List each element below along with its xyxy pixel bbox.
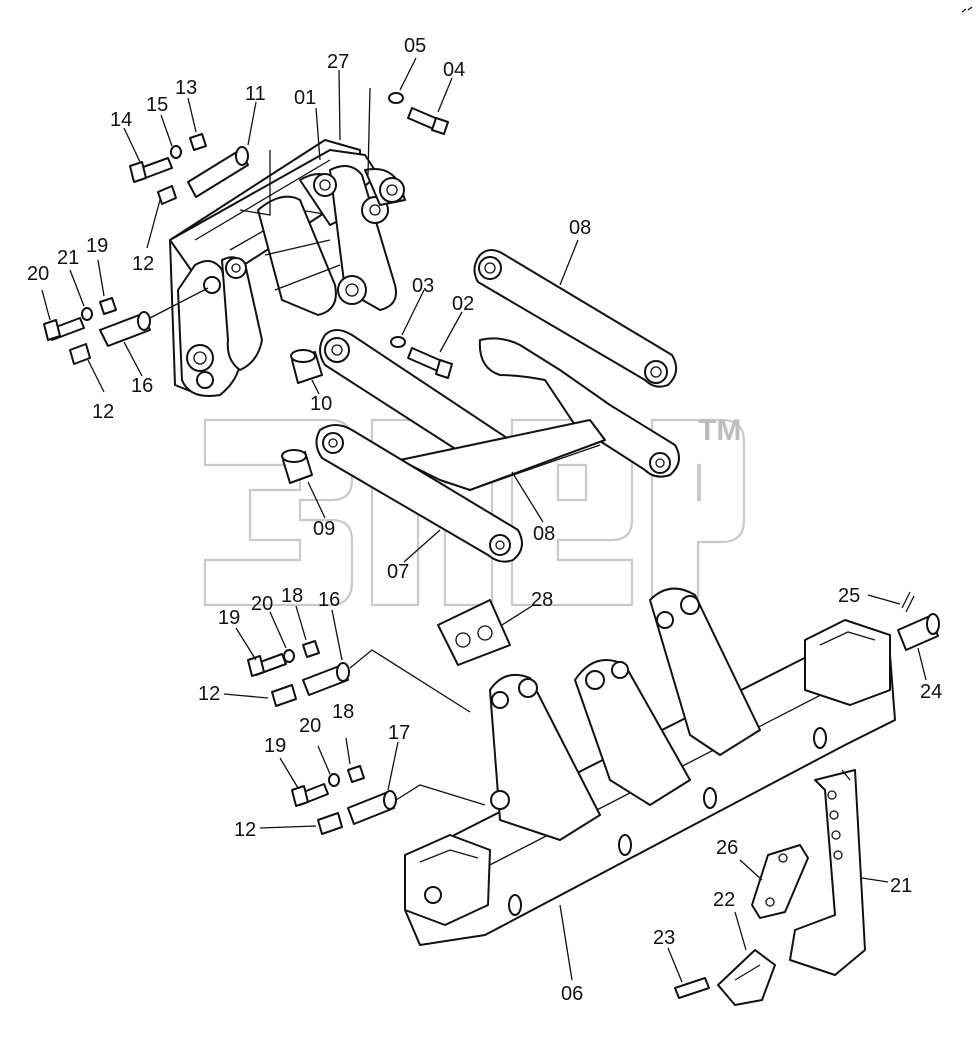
- callout-19-top: 19: [86, 235, 108, 257]
- ripper-tip-22: [717, 949, 776, 1006]
- callout-12-mid: 12: [198, 683, 220, 705]
- callout-14: 14: [110, 109, 132, 131]
- callout-27: 27: [327, 51, 349, 73]
- callout-20-mid: 20: [251, 593, 273, 615]
- callout-19-mid: 19: [218, 607, 240, 629]
- leader-lines: [41, 57, 927, 983]
- callout-10: 10: [310, 393, 332, 415]
- callout-08-lower: 08: [533, 523, 555, 545]
- link-arm-main: [319, 329, 606, 491]
- callout-06: 06: [561, 983, 583, 1005]
- callout-03: 03: [412, 275, 434, 297]
- callout-16-top: 16: [131, 375, 153, 397]
- link-arm-08-upper: [473, 249, 678, 388]
- callout-02: 02: [452, 293, 474, 315]
- callout-12-top: 12: [132, 253, 154, 275]
- bushing-10: [290, 349, 323, 384]
- link-arm-08-middle: [478, 337, 680, 478]
- label-plate-28: [437, 599, 511, 666]
- link-arm-07: [315, 424, 523, 563]
- shank-protector-26: [751, 844, 809, 919]
- callout-12-low: 12: [234, 819, 256, 841]
- main-beam-06: [404, 587, 896, 946]
- callout-18-low: 18: [332, 701, 354, 723]
- bushing-09: [281, 449, 313, 484]
- callout-15: 15: [146, 94, 168, 116]
- corner-mark: [961, 6, 973, 13]
- callout-11: 11: [245, 83, 266, 105]
- callout-25: 25: [838, 585, 860, 607]
- callout-17: 17: [388, 722, 410, 744]
- callout-22: 22: [713, 889, 735, 911]
- lower-hardware: [247, 591, 940, 835]
- ripper-shank-21: [789, 769, 866, 976]
- callout-21-low: 21: [890, 875, 912, 897]
- callout-08-upper: 08: [569, 217, 591, 239]
- callout-23: 23: [653, 927, 675, 949]
- tip-pin-23: [674, 977, 710, 999]
- callout-20-top: 20: [27, 263, 49, 285]
- callout-16-mid: 16: [318, 589, 340, 611]
- callout-28: 28: [531, 589, 553, 611]
- callout-labels: 01 27 05 04 13 11 15 14 12 19 21 20 12 1…: [27, 35, 942, 1005]
- callout-13: 13: [175, 77, 197, 99]
- callout-09: 09: [313, 518, 335, 540]
- callout-07: 07: [387, 561, 409, 583]
- callout-12-left: 12: [92, 401, 114, 423]
- callout-18-mid: 18: [281, 585, 303, 607]
- callout-05: 05: [404, 35, 426, 57]
- callout-19-low: 19: [264, 735, 286, 757]
- trademark-mark: TM: [698, 414, 741, 447]
- callout-04: 04: [443, 59, 465, 81]
- top-hardware: [43, 87, 453, 379]
- callout-24: 24: [920, 681, 942, 703]
- callout-21-top: 21: [57, 247, 79, 269]
- callout-26: 26: [716, 837, 738, 859]
- callout-20-low: 20: [299, 715, 321, 737]
- callout-01: 01: [294, 87, 316, 109]
